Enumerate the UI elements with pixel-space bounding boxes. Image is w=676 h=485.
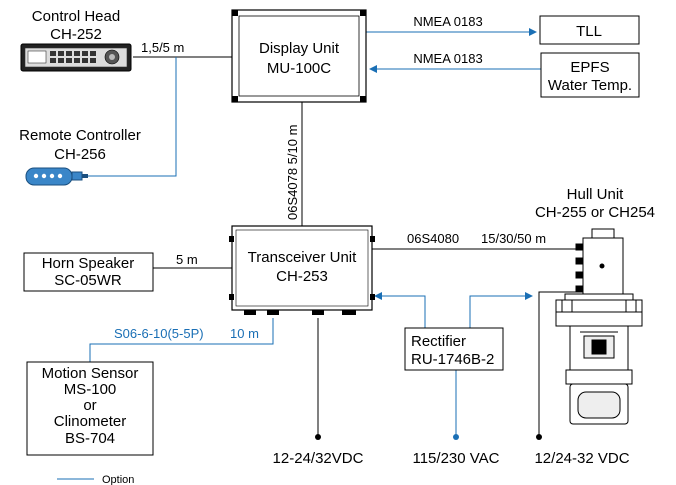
cable-hull-power	[538, 291, 578, 437]
remote-controller-device	[25, 167, 88, 186]
water-temp-label: Water Temp.	[548, 77, 632, 94]
control-head-model: CH-252	[50, 26, 102, 43]
control-head-cable-label: 1,5/5 m	[141, 40, 184, 55]
motion-sensor-name: Motion Sensor	[42, 365, 139, 382]
transceiver-unit-model: CH-253	[276, 268, 328, 285]
motion-cable-label: S06-6-10(5-5P)	[114, 326, 204, 341]
cable-remote-controller	[88, 57, 177, 177]
horn-speaker-box	[23, 252, 154, 292]
cable-motion-sensor	[89, 318, 274, 362]
display-unit-model: MU-100C	[267, 60, 331, 77]
transceiver-power-label: 12-24/32VDC	[273, 450, 364, 467]
horn-speaker-name: Horn Speaker	[42, 255, 135, 272]
clinometer-name: Clinometer	[54, 413, 127, 430]
power-terminal-hull	[536, 434, 542, 440]
hull-unit-model: CH-255 or CH254	[535, 204, 655, 221]
legend-option-label: Option	[102, 474, 134, 485]
epfs-label: EPFS	[570, 59, 609, 76]
tll-box	[539, 15, 640, 45]
motion-cable-length: 10 m	[230, 326, 259, 341]
transceiver-unit-name: Transceiver Unit	[248, 249, 357, 266]
remote-controller-name: Remote Controller	[19, 127, 141, 144]
rectifier-power-label: 115/230 VAC	[412, 450, 499, 467]
hull-cable-length: 15/30/50 m	[481, 231, 546, 246]
nmea-in-label: NMEA 0183	[413, 51, 482, 66]
display-unit-name: Display Unit	[259, 40, 340, 57]
cable-rectifier-transceiver	[374, 292, 426, 328]
motion-sensor-model: MS-100	[64, 381, 117, 398]
rectifier-model: RU-1746B-2	[411, 351, 494, 368]
hull-cable-label: 06S4080	[407, 231, 459, 246]
power-terminal-transceiver	[315, 434, 321, 440]
tll-label: TLL	[576, 23, 602, 40]
hull-unit-device	[555, 228, 643, 425]
motion-sensor-box	[26, 361, 154, 456]
cable-rectifier-hull	[469, 292, 533, 328]
control-head-device	[20, 43, 132, 72]
remote-controller-model: CH-256	[54, 146, 106, 163]
power-terminal-rectifier	[453, 434, 459, 440]
horn-speaker-model: SC-05WR	[54, 272, 122, 289]
rectifier-box	[404, 327, 504, 371]
clinometer-model: BS-704	[65, 430, 115, 447]
rectifier-name: Rectifier	[411, 333, 466, 350]
display-transceiver-cable-label: 06S4078 5/10 m	[285, 125, 300, 220]
transceiver-unit	[229, 225, 375, 315]
hull-power-label: 12/24-32 VDC	[534, 450, 629, 467]
epfs-box	[540, 52, 640, 98]
display-unit	[231, 9, 367, 103]
hull-unit-name: Hull Unit	[567, 186, 625, 203]
control-head-name: Control Head	[32, 8, 120, 25]
horn-cable-label: 5 m	[176, 252, 198, 267]
motion-sensor-or: or	[83, 397, 96, 414]
nmea-out-label: NMEA 0183	[413, 14, 482, 29]
